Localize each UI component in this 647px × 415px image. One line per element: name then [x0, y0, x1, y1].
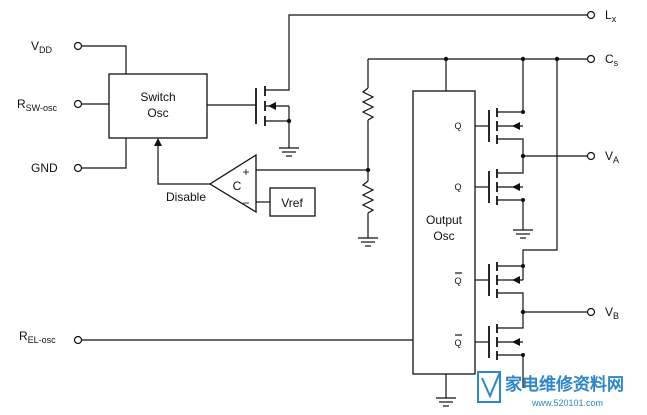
- gnd-label: GND: [31, 161, 58, 175]
- comparator-minus: −: [242, 196, 249, 210]
- watermark-url: www.520101.com: [531, 398, 603, 408]
- fet-b2-junction: [521, 353, 525, 357]
- cs-to-b-wire: [522, 59, 558, 264]
- switch-osc-title: Switch: [140, 90, 175, 104]
- fet-b2-drain: [497, 312, 524, 329]
- gnd-pin: [73, 163, 83, 173]
- gnd-wire: [82, 138, 127, 169]
- qbar-label-2: Q: [454, 338, 461, 348]
- switch-mosfet-drain: [265, 14, 587, 91]
- vdd-label: VDD: [31, 39, 53, 55]
- switch-mosfet-arrow: [268, 102, 276, 110]
- disable-arrow: [154, 138, 162, 146]
- fet-a1-source: [497, 138, 524, 156]
- q-label-1: Q: [454, 121, 461, 131]
- fet-b1-arrow: [512, 276, 520, 284]
- fet-b2-arrow: [512, 338, 520, 346]
- output-osc-subtitle: Osc: [433, 229, 454, 243]
- disable-wire: [157, 141, 210, 185]
- fet-b1-junction: [521, 264, 525, 268]
- va-label: VA: [605, 149, 619, 165]
- watermark-text: 家电维修资料网: [505, 374, 624, 394]
- cs-label: Cs: [605, 52, 619, 68]
- watermark-logo: [477, 371, 501, 403]
- switch-source-junction: [286, 118, 292, 124]
- comparator-plus: +: [242, 165, 249, 179]
- fet-a2-drain: [497, 156, 524, 174]
- comparator: [208, 153, 257, 214]
- output-osc-title: Output: [426, 213, 463, 227]
- fet-a2-arrow: [512, 183, 520, 191]
- lx-pin: [586, 10, 596, 20]
- fet-b1-source: [497, 292, 524, 312]
- watermark-logo-check: [481, 371, 501, 399]
- qbar-label-1: Q: [454, 276, 461, 286]
- divider-resistor-top: [361, 87, 375, 121]
- switch-osc-subtitle: Osc: [147, 106, 168, 120]
- fet-a1-arrow: [512, 122, 520, 130]
- output-osc-block: [412, 90, 476, 375]
- rel-osc-pin: [73, 335, 83, 345]
- vdd-wire: [82, 45, 127, 74]
- va-junction: [520, 153, 526, 159]
- va-pin: [586, 151, 596, 161]
- lx-label: Lx: [605, 8, 617, 24]
- vref-block: [269, 187, 316, 217]
- rsw-osc-label: RSW-osc: [17, 97, 58, 113]
- q-label-2: Q: [454, 182, 461, 192]
- vb-label: VB: [605, 305, 619, 321]
- divider-resistor-bot: [361, 180, 375, 214]
- switch-osc-block: [108, 73, 208, 139]
- cs-pin: [586, 54, 596, 64]
- comparator-label: C: [233, 179, 242, 193]
- disable-label: Disable: [166, 190, 206, 204]
- fet-a1-drain: [497, 59, 524, 113]
- vdd-pin: [73, 41, 83, 51]
- vref-label: Vref: [281, 196, 303, 210]
- fet-a2-source: [497, 199, 524, 230]
- rsw-osc-pin: [73, 99, 83, 109]
- fet-a2-junction: [521, 198, 525, 202]
- watermark: 家电维修资料网 www.520101.com: [477, 371, 624, 408]
- vb-pin: [586, 307, 596, 317]
- rel-osc-label: REL-osc: [19, 329, 56, 345]
- fet-a1-junction: [521, 110, 525, 114]
- switch-mosfet-source: [265, 120, 290, 148]
